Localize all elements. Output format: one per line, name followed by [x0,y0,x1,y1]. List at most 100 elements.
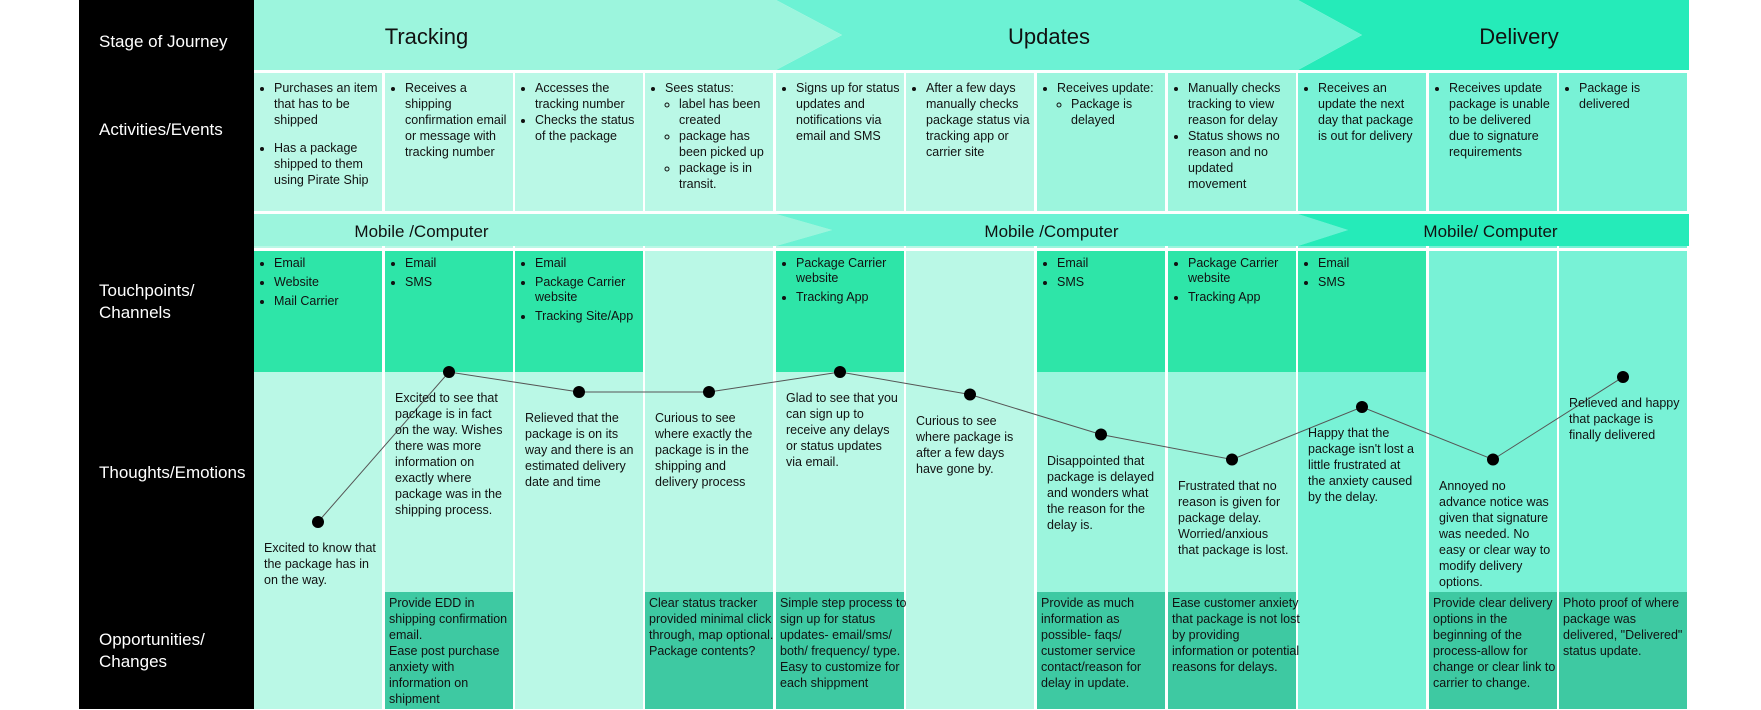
touchpoint-item: Tracking App [796,290,898,305]
column-divider [513,72,515,709]
thought-text: Frustrated that no reason is given for p… [1178,478,1289,557]
channel-tracking-arrow [254,214,832,246]
touchpoint-list: Package Carrier websiteTracking App [782,256,898,305]
activity-list: Receives update:Package is delayed [1043,80,1161,128]
row-label-sidebar: Stage of Journey Activities/Events Touch… [79,0,254,709]
stage-title-tracking: Tracking [384,24,469,49]
touchpoint-item: SMS [1057,275,1159,290]
column-bg [254,72,382,709]
touchpoint-block [1298,250,1426,372]
activity-list: Accesses the tracking numberChecks the s… [521,80,639,144]
touchpoint-item: Tracking Site/App [535,309,637,324]
touchpoint-item: Email [1318,256,1420,271]
activity-text: After a few days manually checks package… [926,81,1030,159]
row-divider [254,248,1689,251]
touchpoint-block [385,250,513,372]
activity-subitem: package is in transit. [679,160,769,192]
column-divider [1557,72,1559,709]
column-divider [1166,72,1168,709]
touchpoint-item: Package Carrier website [796,256,898,286]
activity-text: Receives update package is unable to be … [1449,81,1550,159]
activity-list: Purchases an item that has to be shipped… [260,80,378,188]
touchpoint-list: EmailPackage Carrier websiteTracking Sit… [521,256,637,324]
activity-item: Receives a shipping confirmation email o… [405,80,509,160]
row-label-thoughts: Thoughts/Emotions [99,463,246,482]
touchpoint-cell: EmailSMS [1043,256,1159,294]
touchpoint-cell: Package Carrier websiteTracking App [1174,256,1290,309]
activity-cell: Receives an update the next day that pac… [1304,80,1422,144]
touchpoint-item: Mail Carrier [274,294,376,309]
activity-text: Receives a shipping confirmation email o… [405,81,507,159]
opportunity-text: Provide EDD in shipping confirmation ema… [389,596,508,706]
activity-text: Purchases an item that has to be shipped [274,81,378,127]
activity-item: Receives update package is unable to be … [1449,80,1553,160]
activity-text: Signs up for status updates and notifica… [796,81,900,143]
channel-title: Mobile /Computer [354,222,489,241]
touchpoint-cell: EmailSMS [1304,256,1420,294]
opportunity-text: Clear status tracker provided minimal cl… [649,596,774,658]
touchpoint-item: Email [1057,256,1159,271]
activity-cell: Receives update package is unable to be … [1435,80,1553,160]
emotion-point [964,388,976,401]
activity-subitem: Package is delayed [1071,96,1161,128]
opportunity-block [1559,592,1687,709]
touchpoint-block [1037,250,1165,372]
activity-text: Checks the status of the package [535,113,635,143]
channel-title: Mobile /Computer [984,222,1119,241]
touchpoint-item: Email [274,256,376,271]
thought-text: Curious to see where package is after a … [916,413,1014,476]
emotion-point [1095,428,1107,441]
opportunity-text: Provide clear delivery options in the be… [1433,596,1556,690]
activity-cell: Purchases an item that has to be shipped… [260,80,378,188]
row-label-touchpoints: Touchpoints/ Channels [99,281,195,322]
row-divider [254,70,1689,73]
activity-text: Status shows no reason and no updated mo… [1188,129,1280,191]
emotion-point [1226,453,1238,466]
activity-text: Accesses the tracking number [535,81,625,111]
channel-delivery-arrow [1298,214,1689,246]
emotion-point [703,386,715,398]
touchpoint-cell: EmailWebsiteMail Carrier [260,256,376,313]
opportunity-block [776,592,904,709]
touchpoint-block [254,250,382,372]
opportunity-block [1429,592,1557,709]
emotion-point [1487,453,1499,466]
touchpoint-list: EmailSMS [391,256,507,290]
activity-sublist: Package is delayed [1057,96,1161,128]
activity-item: Has a package shipped to them using Pira… [274,140,378,188]
emotion-point [573,386,585,398]
thought-text: Excited to see that package is in fact o… [395,391,503,517]
activity-list: Sees status:label has been createdpackag… [651,80,769,192]
row-label-opportunities: Opportunities/ Changes [99,630,205,671]
emotion-point [443,366,455,378]
thought-text: Relieved that the package is on its way … [525,411,634,489]
activity-list: Signs up for status updates and notifica… [782,80,900,144]
opportunity-block [645,592,773,709]
touchpoint-list: Package Carrier websiteTracking App [1174,256,1290,305]
emotion-point [312,516,324,528]
activity-cell: Receives a shipping confirmation email o… [391,80,509,160]
emotion-point [834,366,846,378]
touchpoint-item: Package Carrier website [535,275,637,305]
activity-list: Receives a shipping confirmation email o… [391,80,509,160]
activity-cell: Package is delivered [1565,80,1683,112]
row-label-stage: Stage of Journey [99,32,228,51]
activity-item: After a few days manually checks package… [926,80,1030,160]
activity-list: After a few days manually checks package… [912,80,1030,160]
activity-sublist: label has been createdpackage has been p… [665,96,769,192]
touchpoint-item: Email [535,256,637,271]
stage-delivery-arrow [1298,0,1689,70]
row-divider [254,211,1689,214]
activity-item: Signs up for status updates and notifica… [796,80,900,144]
thought-text: Disappointed that package is delayed and… [1047,453,1155,532]
touchpoint-list: EmailWebsiteMail Carrier [260,256,376,309]
activity-list: Receives an update the next day that pac… [1304,80,1422,144]
column-divider [774,72,776,709]
touchpoint-cell: Package Carrier websiteTracking App [782,256,898,309]
activity-item: Checks the status of the package [535,112,639,144]
activity-item: Sees status:label has been createdpackag… [665,80,769,192]
column-divider [1296,72,1298,709]
